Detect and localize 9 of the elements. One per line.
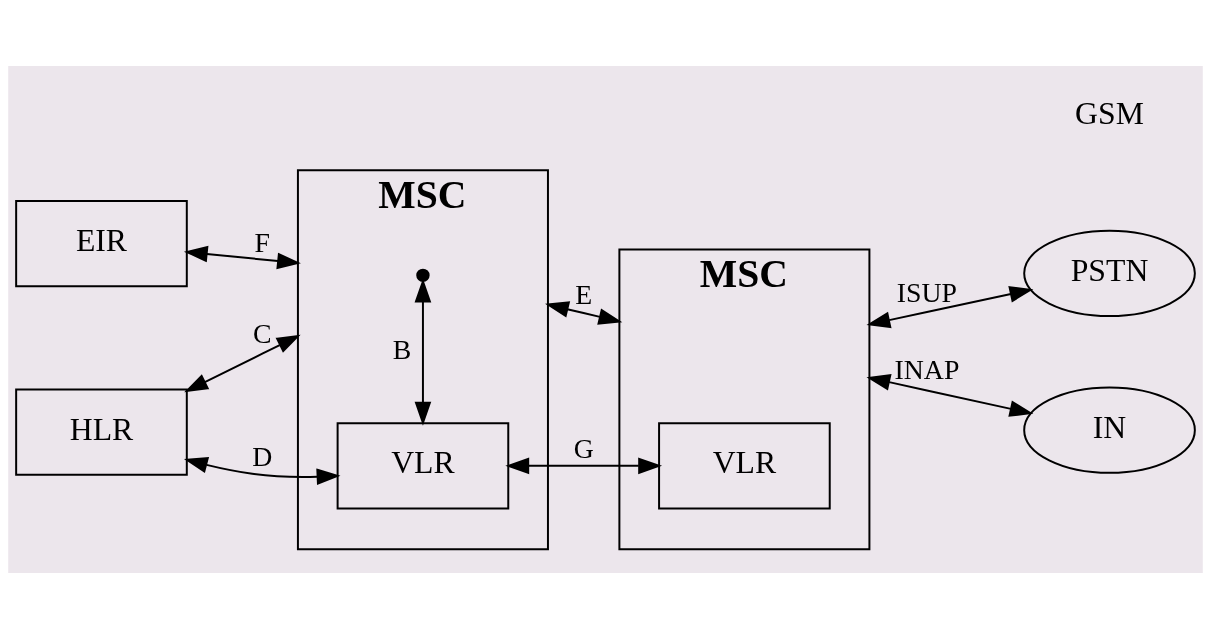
- edge-label: INAP: [894, 353, 960, 385]
- edge-label: C: [252, 318, 272, 350]
- edge-label: D: [252, 441, 273, 473]
- edge-label: B: [392, 334, 412, 366]
- edge-label: F: [254, 226, 270, 258]
- edge-label: ISUP: [896, 276, 958, 308]
- edge-label: E: [575, 278, 593, 310]
- label: GSM: [1075, 96, 1144, 132]
- edge-label: G: [573, 433, 594, 465]
